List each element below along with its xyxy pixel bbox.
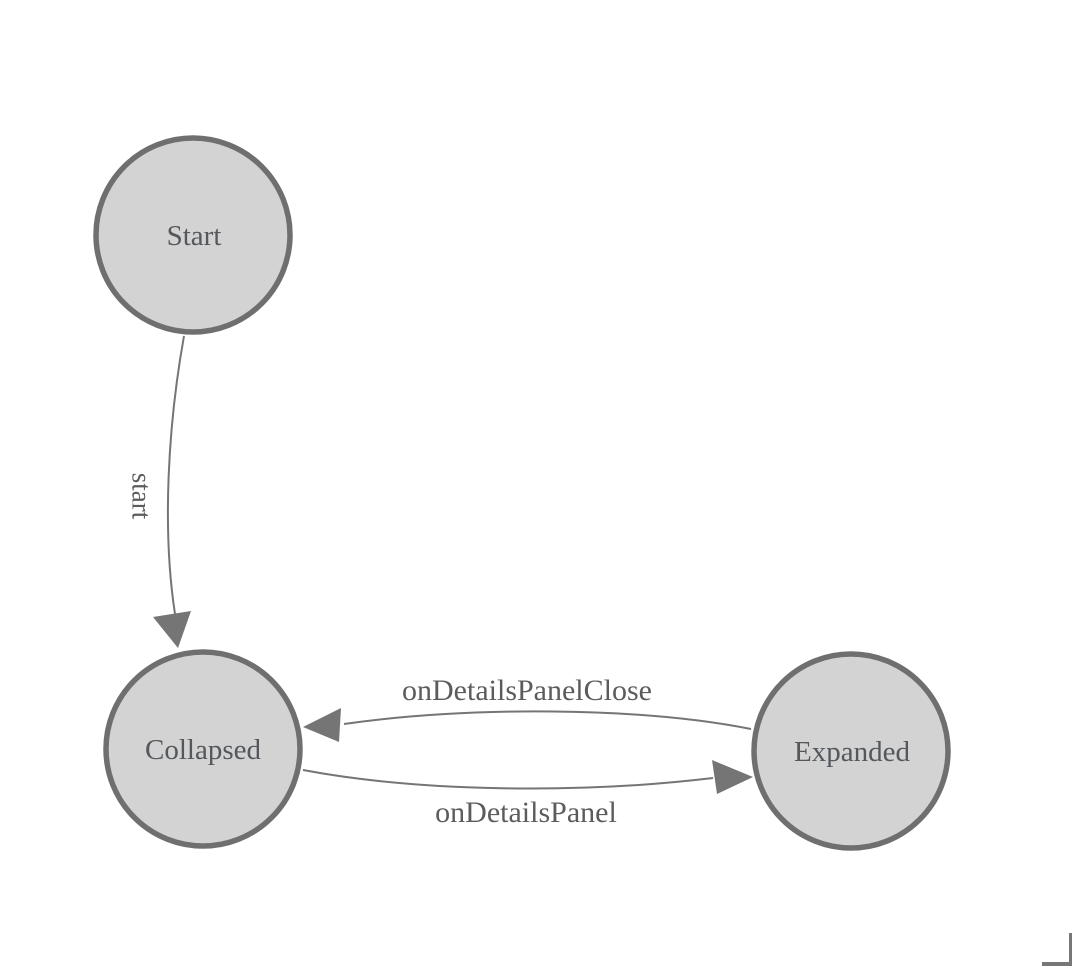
state-node-start-circle[interactable] — [93, 135, 293, 335]
edge-start-to-collapsed: start — [127, 335, 191, 648]
edge-ondetailspanel-label: onDetailsPanel — [435, 796, 617, 829]
state-node-start[interactable]: Start — [93, 135, 293, 335]
state-node-expanded-circle[interactable] — [751, 651, 951, 851]
state-node-collapsed[interactable]: Collapsed — [103, 649, 303, 849]
arrowhead-right-icon — [712, 760, 753, 794]
state-node-collapsed-label: Collapsed — [145, 734, 261, 766]
edge-start-to-collapsed-line — [166, 335, 185, 615]
frame-corner — [1042, 933, 1072, 966]
edge-expanded-to-collapsed: onDetailsPanelClose — [303, 674, 752, 742]
edge-collapsed-to-expanded: onDetailsPanel — [302, 760, 753, 829]
state-node-start-label: Start — [167, 220, 222, 252]
edge-expanded-to-collapsed-line — [343, 710, 752, 730]
frame-corner-vertical — [1069, 933, 1072, 966]
state-node-expanded-label: Expanded — [794, 736, 910, 768]
edge-collapsed-to-expanded-line — [302, 769, 714, 790]
edge-start-label: start — [127, 473, 157, 520]
arrowhead-left-icon — [303, 708, 341, 742]
state-node-expanded[interactable]: Expanded — [751, 651, 951, 851]
frame-corner-horizontal — [1042, 962, 1072, 966]
edge-ondetailspanelclose-label: onDetailsPanelClose — [402, 674, 652, 707]
state-node-collapsed-circle[interactable] — [103, 649, 303, 849]
arrowhead-down-icon — [153, 611, 191, 648]
